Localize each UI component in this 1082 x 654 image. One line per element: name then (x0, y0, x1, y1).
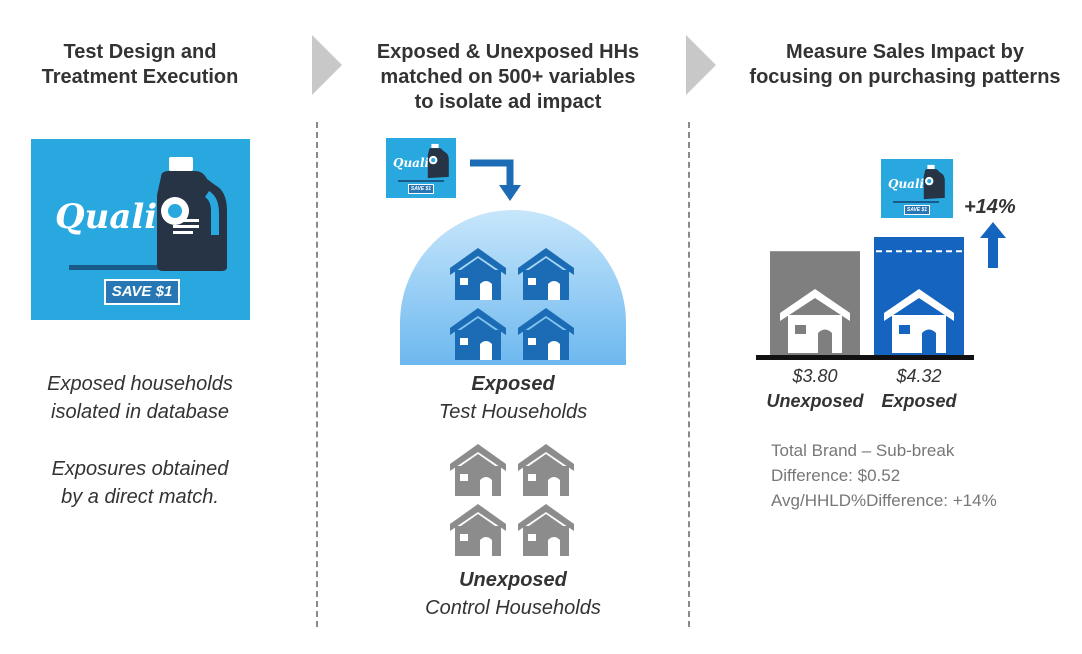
down-arrow-icon (470, 159, 521, 201)
detergent-bottle-icon (157, 157, 227, 271)
category-label-exposed: Exposed (881, 391, 957, 411)
col1-note2-line2: by a direct match. (61, 486, 219, 508)
unexposed-label: Unexposed (459, 569, 567, 591)
chevron-arrow-2 (686, 35, 716, 95)
stat-total-brand: Total Brand – Sub-break (771, 441, 955, 460)
unexposed-sub-label: Control Households (425, 597, 601, 619)
col2-title-line2: matched on 500+ variables (380, 66, 636, 88)
ad-creative-small-col3: Quality SAVE $1 (881, 159, 953, 218)
divider-right (688, 122, 690, 627)
exposed-sub-label: Test Households (438, 401, 588, 423)
ad-creative-large: Quality SAVE $1 (31, 139, 250, 320)
col3-title: Measure Sales Impact by focusing on purc… (730, 40, 1080, 90)
value-label-exposed: $4.32 (895, 366, 941, 386)
col1-note1: Exposed households isolated in database (20, 370, 260, 426)
detergent-bottle-icon (427, 143, 449, 179)
divider-left (316, 122, 318, 627)
chart-baseline (756, 355, 974, 360)
house-icon (780, 289, 850, 353)
ad-save-badge: SAVE $1 (104, 279, 180, 305)
col3-title-line1: Measure Sales Impact by (786, 41, 1024, 63)
ad-creative-small-col2: Quality SAVE $1 (386, 138, 456, 198)
ad-save-badge: SAVE $1 (904, 205, 930, 215)
lift-label: +14% (964, 196, 1016, 218)
detergent-bottle-icon (923, 164, 945, 200)
ad-underline (69, 265, 219, 270)
exposed-houses (450, 248, 574, 360)
unexposed-caption: Unexposed Control Households (380, 566, 646, 622)
category-label-unexposed: Unexposed (766, 391, 864, 411)
chevron-arrow-1 (312, 35, 342, 95)
stat-difference: Difference: $0.52 (771, 466, 901, 485)
stats-block: Total Brand – Sub-break Difference: $0.5… (771, 438, 997, 513)
col1-note1-line1: Exposed households (47, 373, 233, 395)
up-arrow-icon (980, 222, 1006, 268)
col1-note2-line1: Exposures obtained (51, 458, 229, 480)
ad-underline (893, 201, 939, 203)
col1-note1-line2: isolated in database (51, 401, 229, 423)
col3-title-line2: focusing on purchasing patterns (749, 66, 1061, 88)
col2-title-line1: Exposed & Unexposed HHs (376, 41, 640, 63)
exposed-caption: Exposed Test Households (380, 370, 646, 426)
ad-underline (398, 180, 444, 182)
col1-title-line2: Treatment Execution (41, 66, 239, 88)
col2-title: Exposed & Unexposed HHs matched on 500+ … (345, 40, 671, 115)
exposed-label: Exposed (471, 373, 555, 395)
col2-title-line3: to isolate ad impact (414, 91, 602, 113)
col1-note2: Exposures obtained by a direct match. (20, 455, 260, 511)
col1-title-line1: Test Design and (63, 41, 217, 63)
col1-title: Test Design and Treatment Execution (20, 40, 260, 90)
house-icon (884, 289, 954, 353)
stat-avg-difference: Avg/HHLD%Difference: +14% (771, 491, 997, 510)
ad-save-badge: SAVE $1 (408, 184, 434, 194)
value-label-unexposed: $3.80 (791, 366, 837, 386)
unexposed-houses (450, 444, 574, 556)
